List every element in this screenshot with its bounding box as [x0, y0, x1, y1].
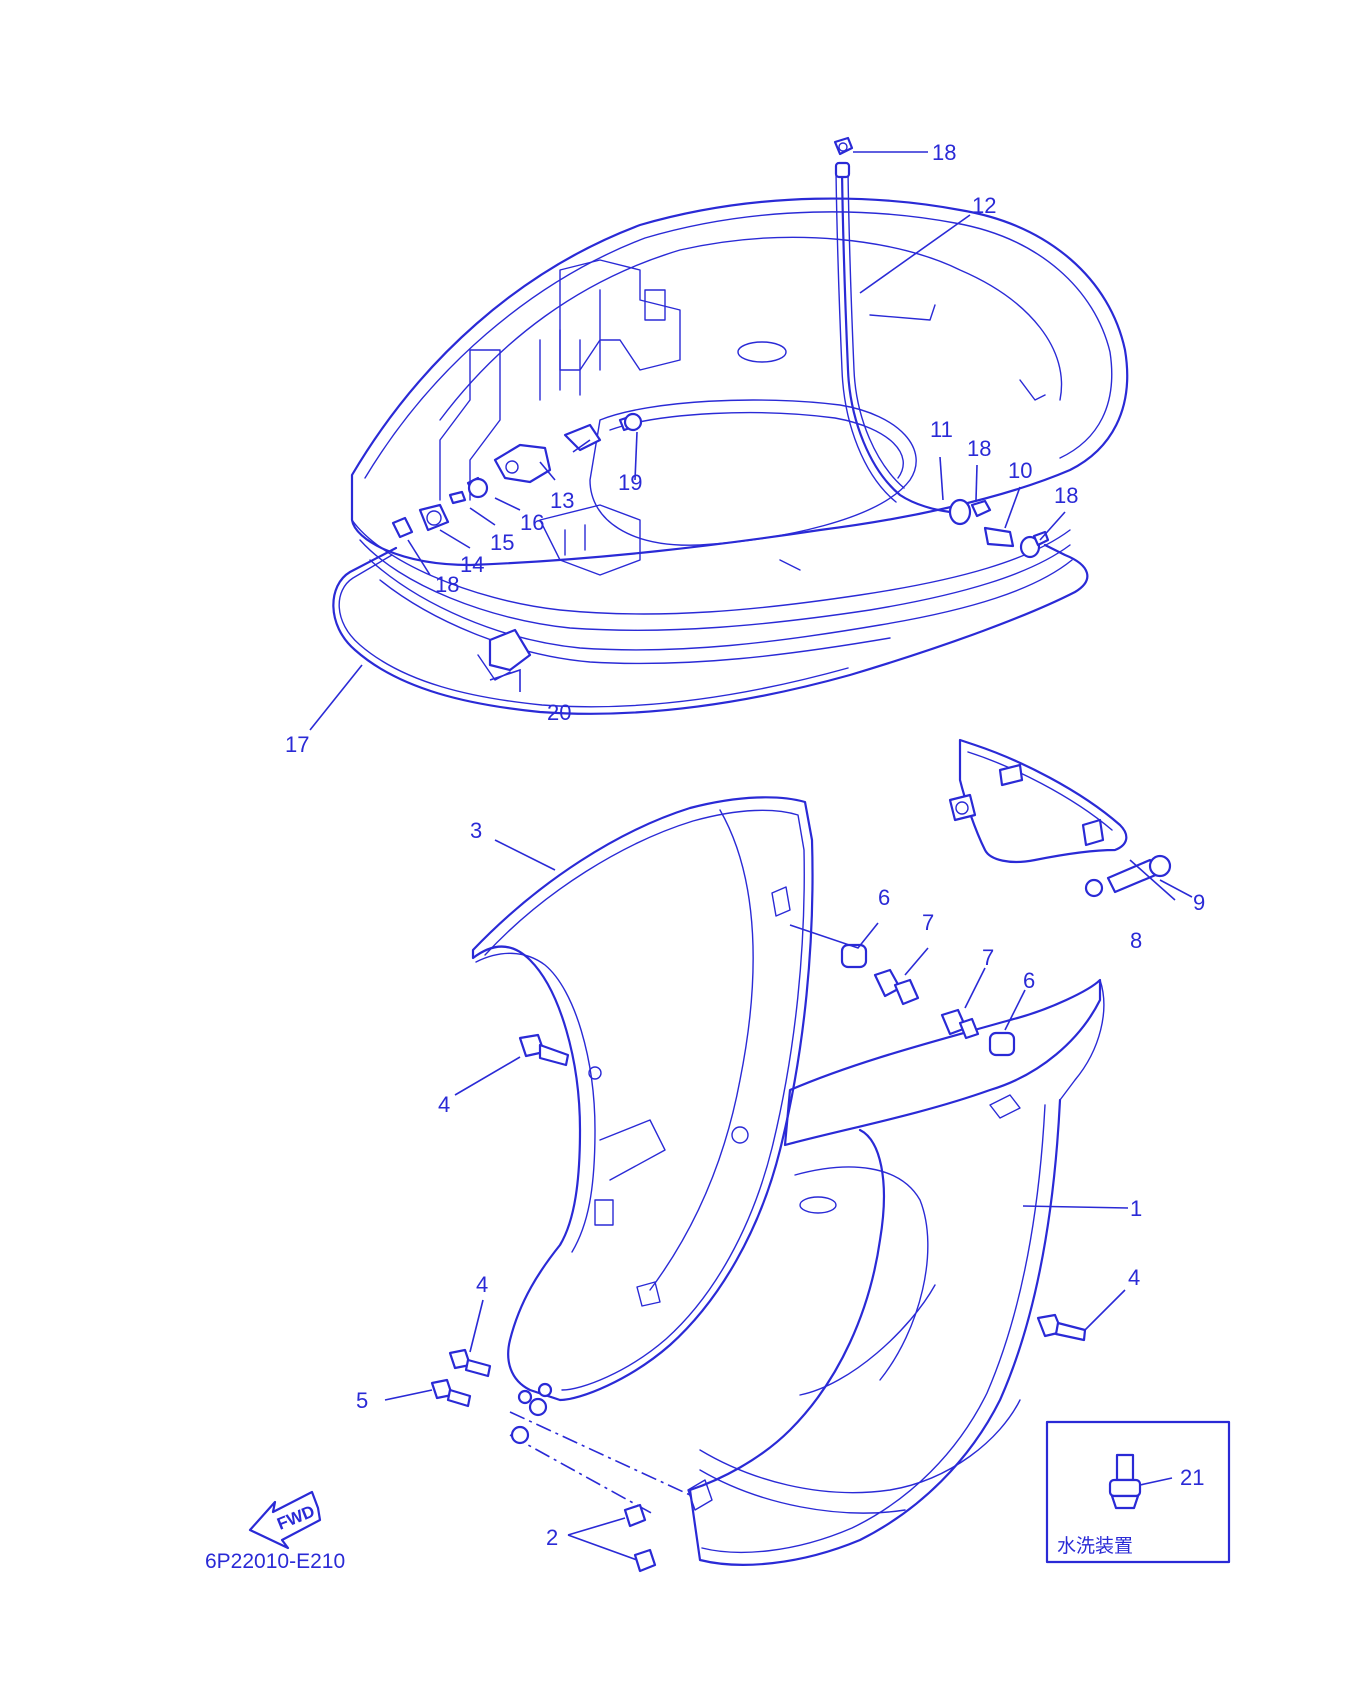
callout-20: 20 — [547, 700, 571, 725]
callout-13: 13 — [550, 488, 574, 513]
leader-lines — [309, 151, 1193, 1561]
part-5-bolt — [430, 1378, 472, 1408]
callout-18-mid: 18 — [967, 436, 991, 461]
part-3-left-cowling — [471, 796, 814, 1402]
part-10-11-fittings — [948, 498, 1050, 559]
callout-6-left: 6 — [878, 885, 890, 910]
fwd-label: FWD — [274, 1502, 317, 1534]
callout-12: 12 — [972, 193, 996, 218]
part-1-right-cowling — [687, 978, 1105, 1566]
callout-10: 10 — [1008, 458, 1032, 483]
callout-numbers: 18 12 11 18 10 18 19 13 16 15 14 18 20 1… — [285, 140, 1205, 1550]
callout-18-right: 18 — [1054, 483, 1078, 508]
callout-18-top: 18 — [932, 140, 956, 165]
callout-11: 11 — [930, 417, 953, 442]
callout-4-right: 4 — [1128, 1265, 1140, 1290]
callout-9: 9 — [1193, 890, 1205, 915]
parts-6-7-grommets — [840, 943, 1016, 1057]
callout-6-right: 6 — [1023, 968, 1035, 993]
callout-4-lower: 4 — [476, 1272, 488, 1297]
flush-attachment-box: 水洗装置 — [1045, 1420, 1231, 1564]
fwd-arrow-icon: FWD — [248, 1490, 322, 1550]
callout-4-left: 4 — [438, 1092, 450, 1117]
part-12-cable — [834, 161, 952, 514]
callout-19: 19 — [618, 470, 642, 495]
part-4-bolts — [448, 1033, 1087, 1378]
callout-17: 17 — [285, 732, 309, 757]
callout-1: 1 — [1130, 1196, 1142, 1221]
callout-7-left: 7 — [922, 910, 934, 935]
callout-21: 21 — [1180, 1465, 1204, 1490]
part-17-hose — [332, 543, 1089, 715]
part-18-clip-top — [833, 136, 854, 156]
callout-7-right: 7 — [982, 945, 994, 970]
flush-box-label: 水洗装置 — [1057, 1535, 1133, 1557]
parts-13-16-19 — [391, 412, 643, 681]
callout-18-left: 18 — [435, 572, 459, 597]
callout-3: 3 — [470, 818, 482, 843]
callout-2: 2 — [546, 1525, 558, 1550]
callout-8: 8 — [1130, 928, 1142, 953]
callout-15: 15 — [490, 530, 514, 555]
bottom-cowling-tray — [350, 197, 1129, 665]
part-2-nuts — [509, 1382, 691, 1573]
diagram-code: 6P22010-E210 — [205, 1550, 345, 1573]
callout-14: 14 — [460, 552, 484, 577]
part-8-bracket — [948, 738, 1172, 898]
callout-5: 5 — [356, 1388, 368, 1413]
callout-16: 16 — [520, 510, 544, 535]
